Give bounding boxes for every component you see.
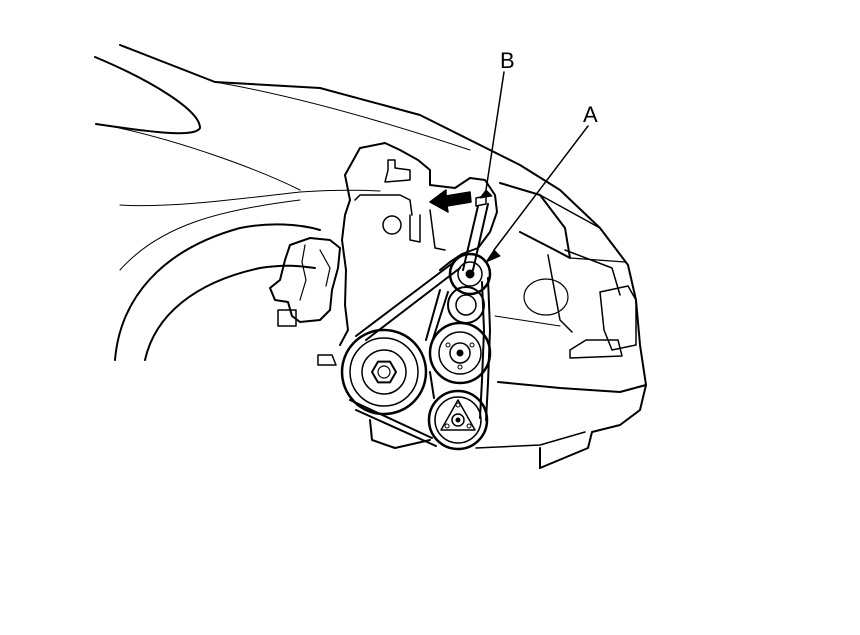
vehicle-body (94, 44, 647, 469)
callout-label-a: A (583, 102, 598, 127)
callout-b-arrowhead (479, 189, 493, 199)
callout-label-b: B (500, 48, 515, 73)
callout-a-arrowhead (485, 249, 501, 263)
tensioner-pulley (448, 252, 492, 296)
ac-compressor-pulley (427, 389, 489, 451)
callout-a-leader (493, 125, 589, 251)
pulleys (340, 252, 492, 451)
alternator-pulley (428, 321, 492, 385)
drive-belt (349, 261, 491, 447)
callout-b-leader (485, 71, 505, 191)
rotation-direction-arrow (429, 189, 472, 213)
crankshaft-pulley (340, 328, 428, 416)
engine-block (269, 142, 498, 449)
